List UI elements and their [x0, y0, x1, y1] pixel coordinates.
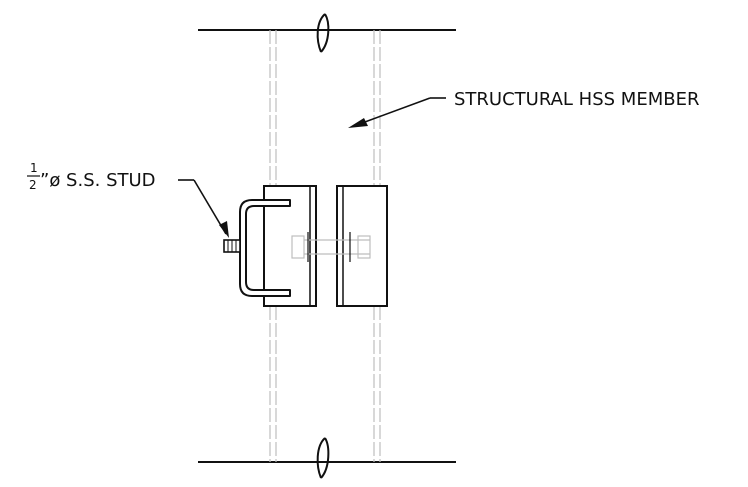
top-break-symbol: [316, 13, 330, 53]
stud-leader-arrowhead: [219, 221, 229, 238]
stud-leader: [178, 179, 227, 235]
hidden-bolt: [291, 235, 371, 259]
stud-label: ”ø S.S. STUD: [40, 170, 156, 191]
hss-member-leader: [353, 97, 446, 127]
hss-member-label: STRUCTURAL HSS MEMBER: [454, 89, 699, 110]
hss-member-leader-arrowhead: [348, 118, 368, 128]
stud-label-fraction-denominator: 2: [29, 178, 37, 192]
ss-stud: [223, 239, 241, 253]
u-clip: [239, 199, 291, 297]
stud-label-fraction-numerator: 1: [30, 161, 38, 175]
hss-member-walls: [269, 30, 381, 462]
bottom-break-symbol: [316, 437, 330, 479]
right-clamp-block: [336, 185, 388, 307]
